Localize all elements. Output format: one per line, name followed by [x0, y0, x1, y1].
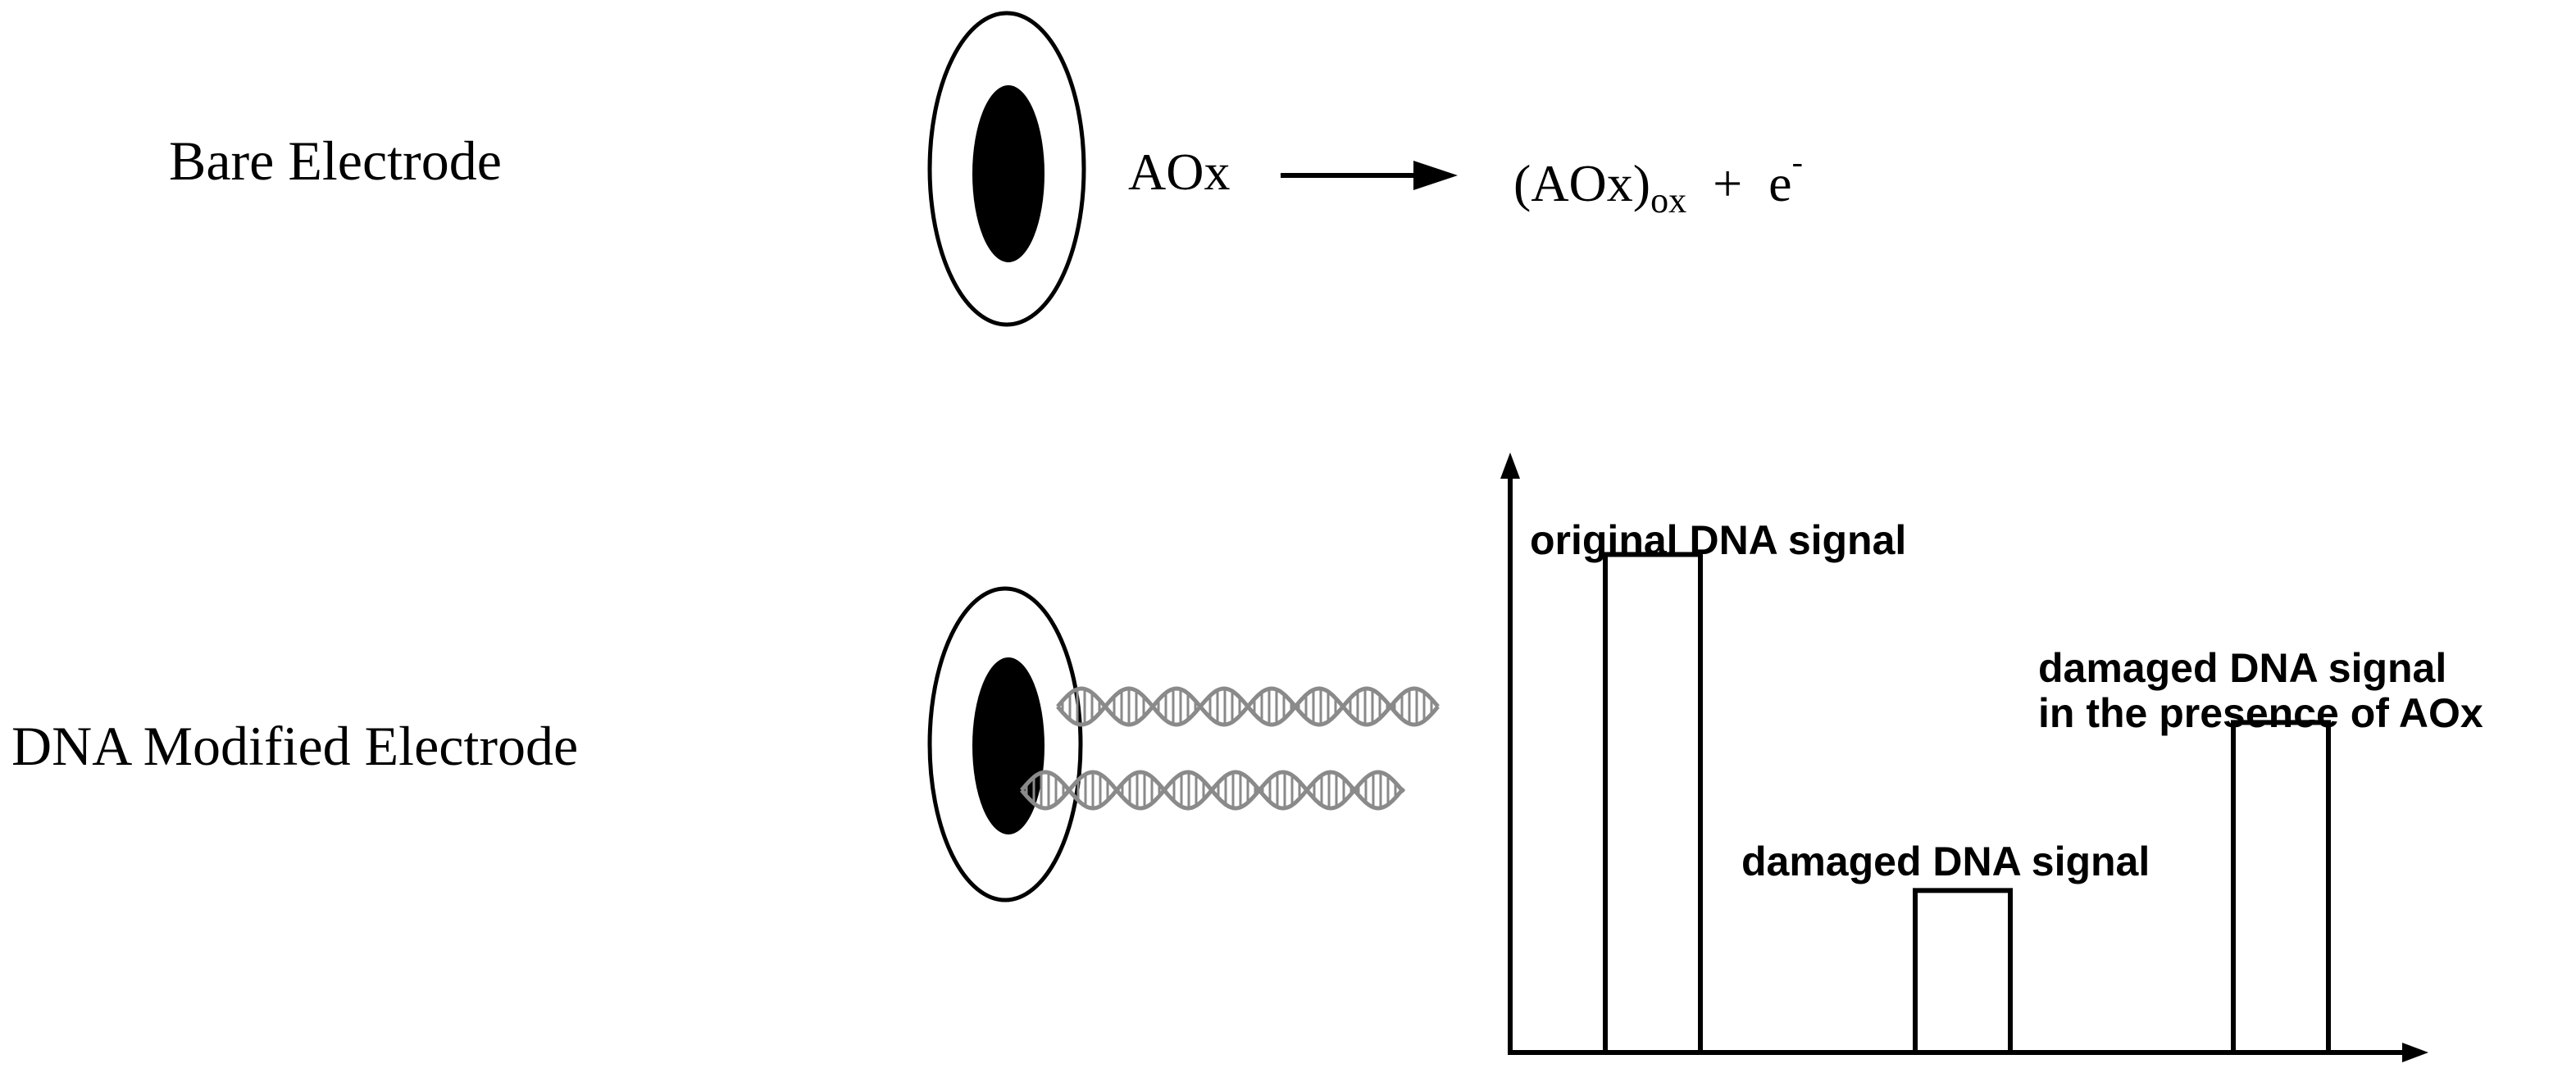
bar-2	[2231, 720, 2331, 1056]
bare-electrode-label: Bare Electrode	[169, 130, 502, 192]
bar-label-damaged-aox: damaged DNA signal in the presence of AO…	[2038, 645, 2483, 736]
electron-symbol: e	[1768, 154, 1792, 212]
dna-helix-icon	[1056, 686, 1440, 727]
plus-sign: +	[1713, 154, 1743, 212]
bar-label-damaged: damaged DNA signal	[1741, 839, 2150, 884]
dna-electrode-icon	[927, 586, 1083, 902]
chart-bars	[1603, 552, 2331, 1056]
y-axis-arrow-icon	[1500, 452, 1520, 479]
dna-electrode-label: DNA Modified Electrode	[11, 715, 579, 777]
bar-label-original: original DNA signal	[1530, 517, 1907, 563]
bar-0	[1603, 552, 1703, 1055]
electron-charge: -	[1791, 143, 1803, 180]
bar-1	[1913, 888, 2013, 1055]
product-subscript: ox	[1650, 180, 1687, 220]
product-base: (AOx)	[1513, 154, 1651, 212]
bare-electrode-icon	[927, 11, 1086, 327]
dna-helix-icon	[1020, 770, 1405, 811]
product-label: (AOx)ox + e-	[1513, 146, 1803, 219]
reaction-arrow-icon	[1281, 161, 1458, 190]
reactant-label: AOx	[1128, 143, 1231, 201]
x-axis-arrow-icon	[2402, 1043, 2428, 1062]
